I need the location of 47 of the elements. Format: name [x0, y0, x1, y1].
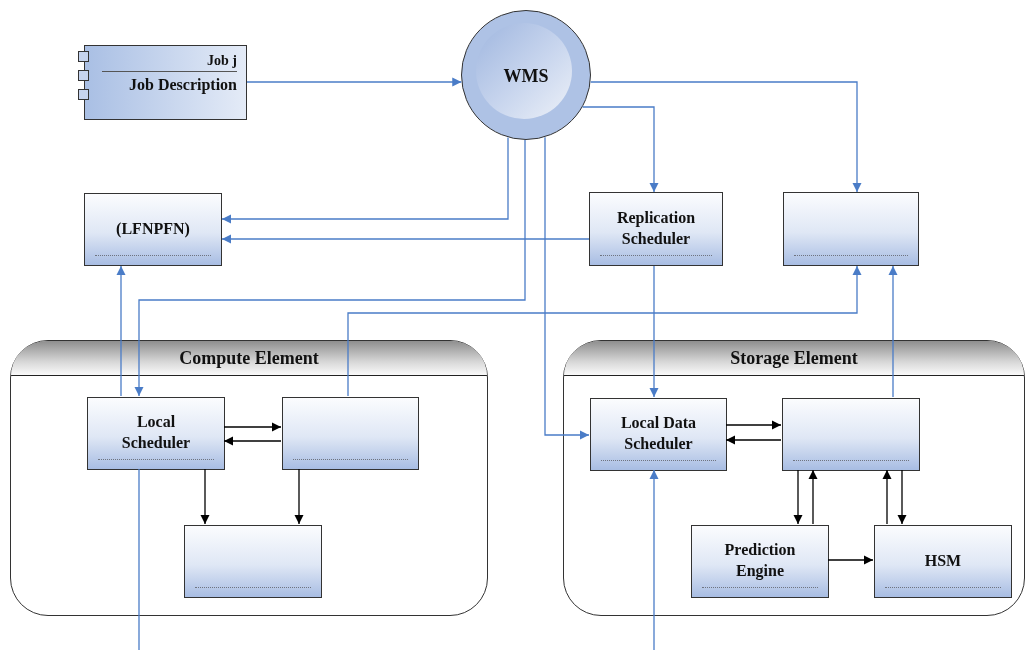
connector-arrow	[294, 468, 304, 525]
connector-arrow	[808, 469, 818, 525]
process-box	[87, 397, 225, 470]
node-label: WMS	[503, 64, 549, 88]
component-label: Job Description	[129, 75, 237, 96]
process-box	[590, 398, 727, 471]
process-box	[783, 192, 919, 266]
connector-arrow	[221, 136, 509, 224]
process-box	[874, 525, 1012, 598]
group-title: Compute Element	[179, 347, 319, 369]
connector-arrow	[882, 469, 892, 525]
connector-arrow	[725, 435, 782, 445]
connector-arrow	[793, 469, 803, 525]
process-box	[184, 525, 322, 598]
process-box	[84, 193, 222, 266]
node-label: Local Scheduler	[120, 412, 192, 453]
connector-arrow	[589, 81, 862, 193]
connector-arrow	[134, 139, 526, 397]
connector-arrow	[888, 265, 898, 398]
connector-arrow	[200, 468, 210, 525]
node-label: (LFNPFN)	[116, 218, 190, 240]
process-box	[282, 397, 419, 470]
connector-arrow	[246, 77, 463, 87]
connector-arrow	[347, 265, 862, 397]
group-container	[563, 340, 1025, 616]
connector-arrow	[581, 106, 659, 193]
connector-arrow	[649, 265, 659, 398]
connector-arrow	[221, 234, 590, 244]
process-box	[782, 398, 920, 471]
node-label: Replication Scheduler	[615, 207, 697, 249]
connector-arrow	[827, 555, 874, 565]
process-box	[589, 192, 723, 266]
connector-arrow	[223, 422, 282, 432]
connector-arrow	[116, 265, 126, 397]
connector-arrow	[223, 436, 282, 446]
node-label: Prediction Engine	[723, 540, 797, 582]
connector-arrow	[649, 469, 659, 650]
process-box	[691, 525, 829, 598]
group-container	[10, 340, 488, 616]
node-label: HSM	[924, 550, 962, 571]
connector-arrow	[544, 136, 590, 440]
component-title: Job j	[207, 53, 237, 70]
component-box	[78, 45, 247, 120]
connector-arrow	[725, 420, 782, 430]
node-label: Local Data Scheduler	[619, 413, 698, 454]
connector-arrow	[897, 469, 907, 525]
group-title: Storage Element	[730, 347, 858, 369]
